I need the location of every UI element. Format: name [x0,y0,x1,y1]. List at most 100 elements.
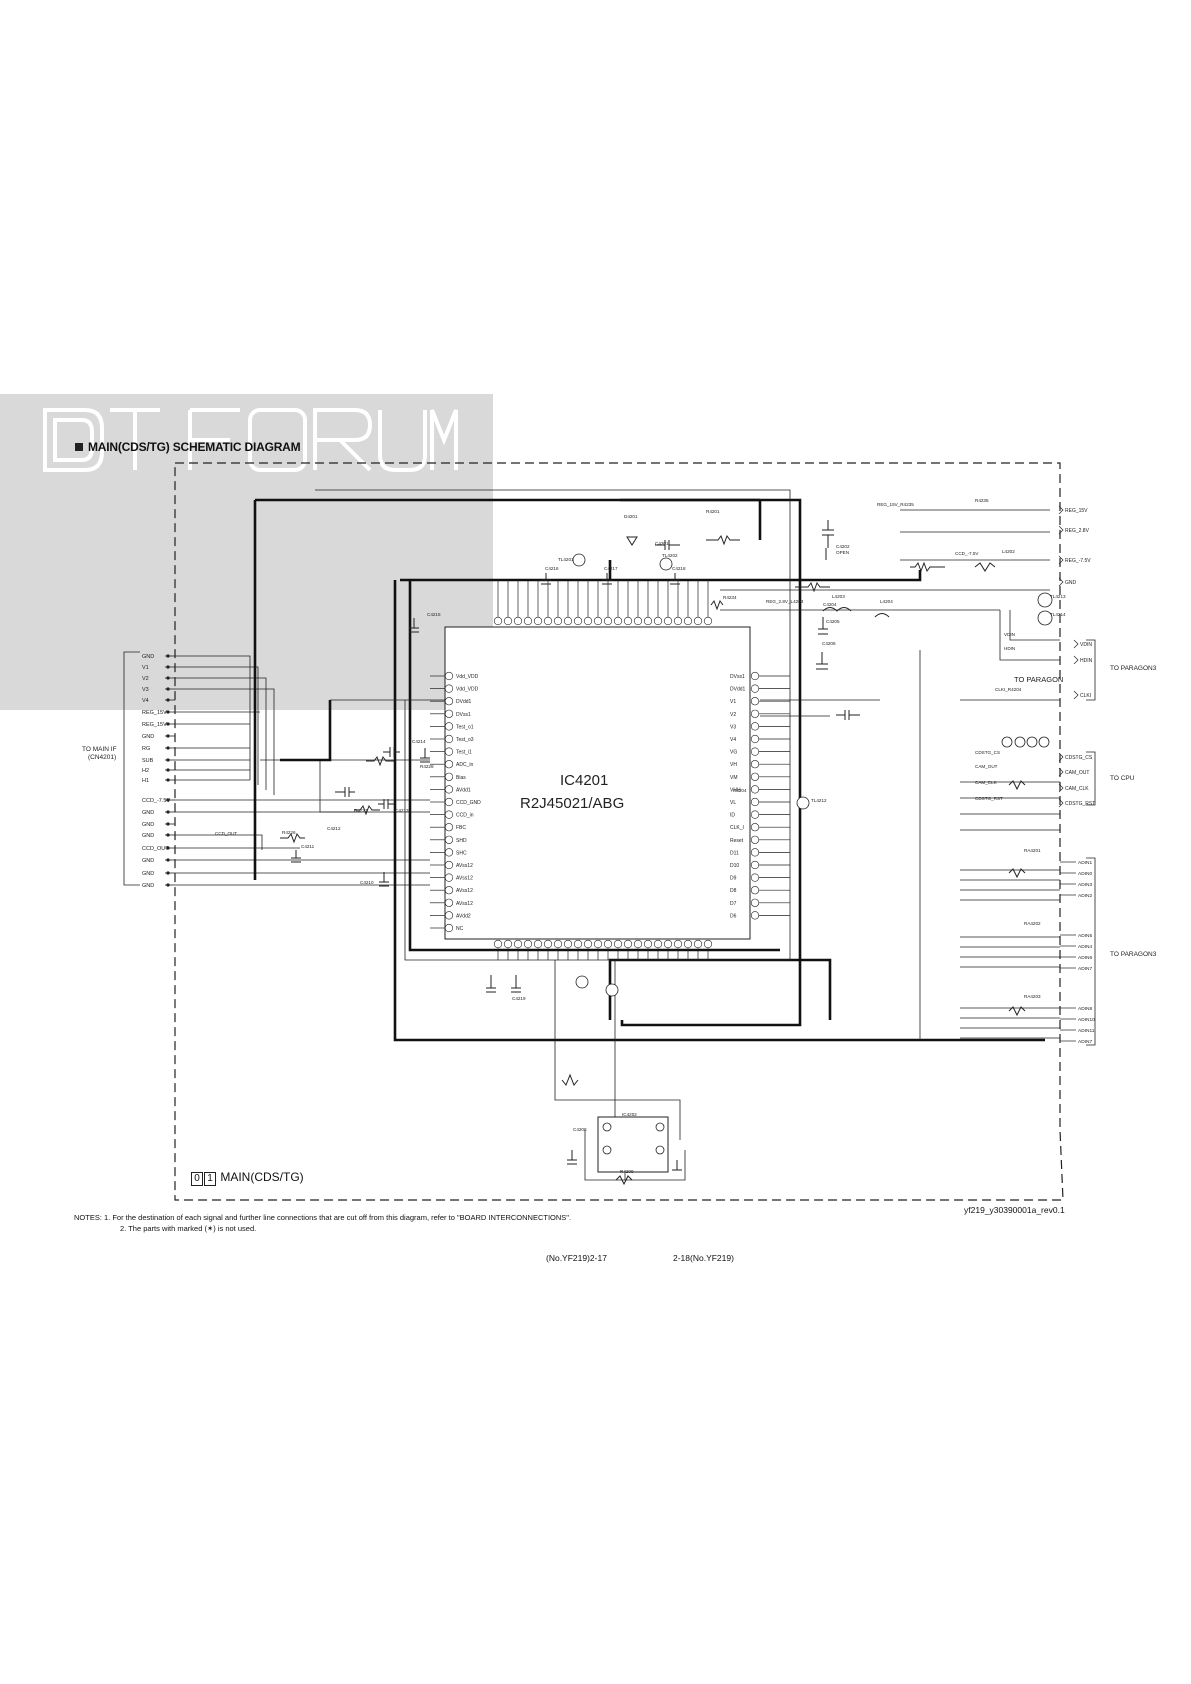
left-pin-label: GND [142,883,154,889]
ic-left-pin-circle [444,797,454,807]
component-label: CLKI_R4204 [995,687,1022,692]
ic-right-pin-circle [750,810,760,819]
ic-right-pin-label: VH [730,762,737,768]
ic-top-pin-circle [513,616,523,626]
ic4202-pins [602,1122,665,1155]
ic-left-pin-label: AVss12 [456,863,473,869]
ic-top-pin-circle [633,616,643,626]
adin-label: ADIN0 [1078,871,1092,877]
component-label: C4201 [655,541,669,546]
ic-top-pin-circle [703,616,713,626]
adin-label: ADIN3 [1078,882,1092,888]
ic-right-pin-circle [750,785,760,794]
ic-right-pin-label: D11 [730,850,739,856]
left-pin-label: CCD_-7.5V [142,798,170,804]
adin-label: ADIN8 [1078,1006,1092,1012]
adin-label: ADIN7 [1078,966,1092,972]
ic-right-pin-label: CLK_I [730,825,744,831]
ic-left-pin-label: Vdd_VDD [456,687,479,693]
left-connector-ref: (CN4201) [88,754,116,761]
ic-left-pin-circle [444,760,454,769]
ic4201-ref: IC4201 [560,772,608,789]
component-label: CAM_OUT [975,764,998,769]
ic-right-pin-circle [750,898,760,907]
rail-label: CAM_OUT [1065,770,1089,776]
to-paragon: TO PARAGON [1014,675,1063,684]
ic-bottom-pin-circle [493,939,503,949]
board-outline [174,462,1064,1201]
note-2: 2. The parts with marked (✶) is not used… [120,1224,257,1233]
ic-right-pin-label: DVss1 [730,674,745,680]
ic-left-pin-circle [444,860,454,870]
ic-left-pin-label: AVdd1 [456,787,471,793]
left-pin-dot [166,822,170,826]
component-label: R4204 [733,788,747,793]
adin-label: ADIN5 [1078,933,1092,939]
heavy-traces [253,498,1045,1042]
ic-bottom-pin-circle [693,939,703,949]
heading-text: MAIN(CDS/TG) SCHEMATIC DIAGRAM [88,440,301,454]
ic-right-pin-circle [750,797,760,807]
ic-right-pin-label: VM [730,775,738,781]
left-pin-dot [166,883,170,887]
ic-bottom-pin-circle [513,939,523,949]
ic-right-pin-label: VG [730,750,737,756]
ic-bottom-pin-circle [563,939,573,949]
rail-label: CLKI [1080,693,1091,699]
ic-left-pin-circle [444,810,454,819]
ic-right-pin-circle [750,684,760,693]
ic-left-pin-circle [444,772,454,781]
diagram-heading: MAIN(CDS/TG) SCHEMATIC DIAGRAM [75,440,301,454]
ic-left-pin-circle [444,886,454,895]
ic-bottom-pin-circle [543,939,553,949]
ic-right-pin-circle [750,835,760,844]
rail-arrow [1058,783,1064,793]
revision-code: yf219_y30390001a_rev0.1 [964,1205,1065,1215]
rail-label: REG_15V [1065,508,1088,514]
component-label: CAM_CLK [975,780,998,785]
adin-label: ADIN1 [1078,860,1092,866]
ic-bottom-pin-circle [603,939,613,949]
ic-bottom-pin-circle [623,939,633,949]
left-pin-dot [166,758,170,762]
sheet-digit-1: 1 [204,1172,216,1186]
component-label: CCD_OUT [215,831,237,836]
rail-arrow [1058,525,1064,535]
component-label: C4216 [545,566,559,571]
ic-left-pin-label: AVss12 [456,888,473,894]
ic-right-pin-label: V3 [730,724,736,730]
left-pin-label: REG_15V [142,710,167,716]
ic-left-pin-circle [444,898,454,907]
ic-left-pin-circle [444,684,454,693]
sheet-digit-0: 0 [191,1172,203,1186]
ic-top-pin-circle [543,616,553,626]
ic-bottom-pin-circle [643,939,653,949]
left-pin-dot [166,746,170,750]
left-pin-dot [166,833,170,837]
adin-labels: ADIN1ADIN0ADIN3ADIN2ADIN5ADIN4ADIN6ADIN7… [1060,860,1095,1045]
ic-right-pin-label: VL [730,800,736,806]
component-label: TL4213 [1050,594,1066,599]
component-label: L4203 [832,594,845,599]
ic4201-body [444,626,751,940]
ic-top-pin-circle [643,616,653,626]
ic-left-pin-label: AVss12 [456,876,473,882]
rail-arrow [1058,798,1064,808]
component-label: CCD_-7.5V [955,551,979,556]
adin-label: ADIN2 [1078,893,1092,899]
ic-left-pin-circle [444,823,454,832]
ic-top-pin-circle [623,616,633,626]
rail-arrow [1058,577,1064,587]
watermark-logo [43,408,458,472]
rail-arrow [1073,690,1079,700]
ic-left-pin-label: SHC [456,850,467,856]
ic-top-pin-circle [653,616,663,626]
component-label: CDSTG_CS [975,750,1000,755]
note-1: NOTES: 1. For the destination of each si… [74,1213,572,1222]
left-pin-dot [166,734,170,738]
ic-left-pin-circle [444,848,454,857]
left-connector-title: TO MAIN IF [82,746,117,753]
ic-bottom-pin-circle [593,939,603,949]
rail-arrow [1058,505,1064,515]
ic-top-pin-circle [533,616,543,626]
